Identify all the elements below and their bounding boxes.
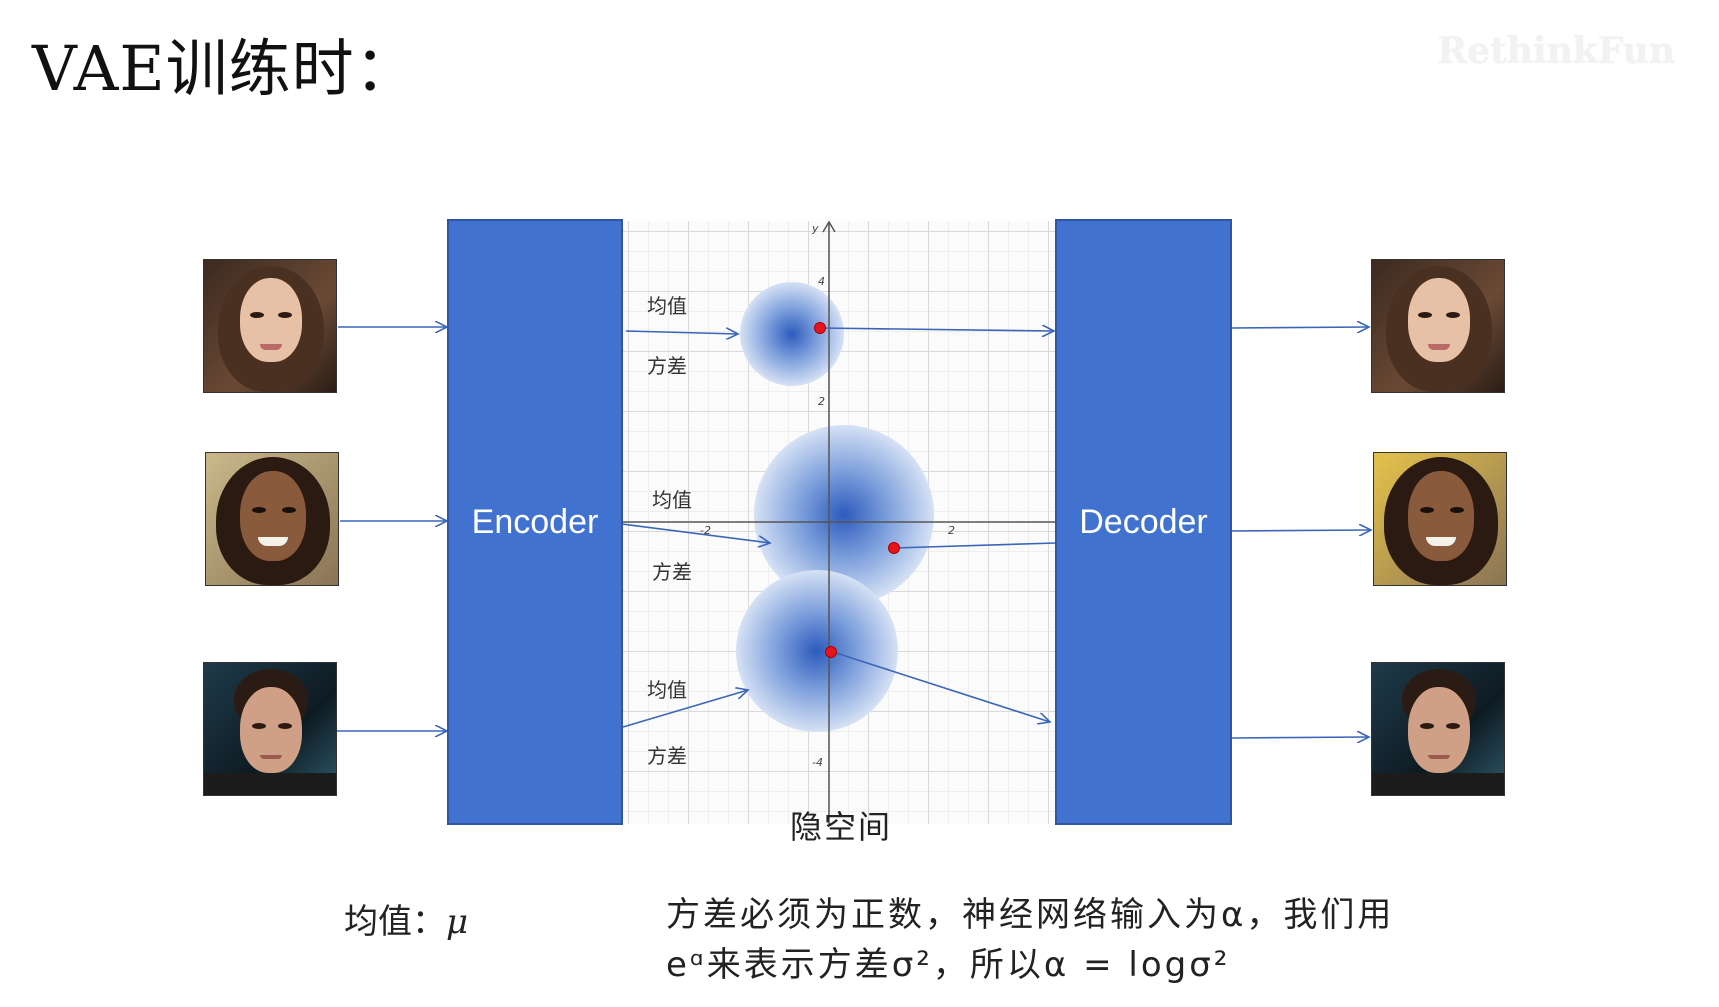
mean-label-3: 均值: [647, 674, 687, 703]
latent-space-label: 隐空间: [790, 802, 892, 848]
tick-x-2: 2: [948, 524, 955, 537]
variance-note-line-1: 方差必须为正数，神经网络输入为α，我们用: [666, 890, 1466, 940]
variance-label-2: 方差: [652, 556, 692, 585]
mean-label-2: 均值: [652, 484, 692, 513]
mean-definition: 均值：μ: [344, 894, 468, 943]
variance-label-1: 方差: [647, 350, 687, 379]
sample-point-1: [814, 322, 826, 334]
axis-label-y: y: [812, 222, 819, 235]
sample-point-2: [888, 542, 900, 554]
encoder-label: Encoder: [472, 503, 599, 542]
sample-point-3: [825, 646, 837, 658]
variance-note: 方差必须为正数，神经网络输入为α，我们用 eᵅ来表示方差σ²，所以α = log…: [666, 890, 1466, 990]
tick-y-2: 2: [818, 395, 825, 408]
tick-y-4: 4: [818, 275, 825, 288]
mean-label-1: 均值: [647, 290, 687, 319]
encoder-block: Encoder: [447, 219, 623, 825]
mean-text: 均值：: [344, 902, 446, 942]
tick-x-neg2: -2: [700, 524, 711, 537]
decoder-label: Decoder: [1079, 503, 1208, 542]
tick-y-neg4: -4: [812, 756, 823, 769]
variance-note-line-2: eᵅ来表示方差σ²，所以α = logσ²: [666, 940, 1466, 990]
mean-symbol: μ: [446, 902, 468, 942]
variance-label-3: 方差: [647, 740, 687, 769]
decoder-block: Decoder: [1055, 219, 1232, 825]
